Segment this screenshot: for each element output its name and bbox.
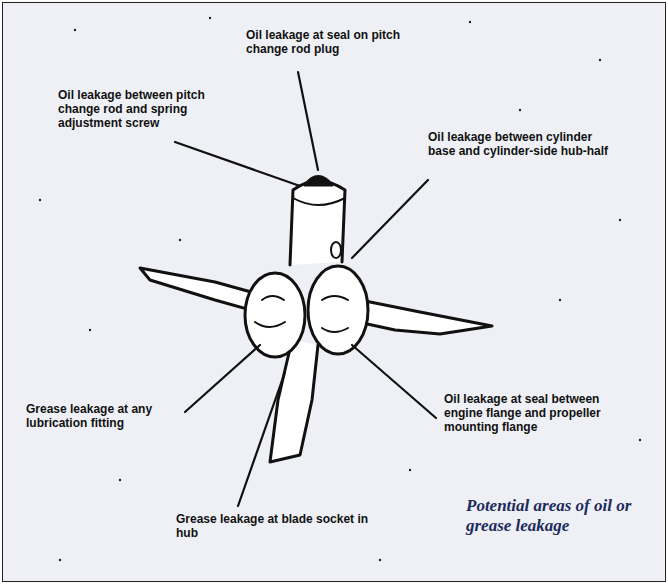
figure-caption: Potential areas of oil or grease leakage <box>466 496 656 537</box>
callout-label: Grease leakage at any lubrication fittin… <box>26 402 186 430</box>
callout-label: Oil leakage at seal on pitch change rod … <box>246 28 406 56</box>
leader-lines <box>175 72 436 506</box>
callout-label: Oil leakage at seal between engine flang… <box>444 392 634 434</box>
callout-label: Oil leakage between cylinder base and cy… <box>428 130 618 158</box>
callout-label: Grease leakage at blade socket in hub <box>176 512 376 540</box>
callout-label: Oil leakage between pitch change rod and… <box>58 88 226 130</box>
